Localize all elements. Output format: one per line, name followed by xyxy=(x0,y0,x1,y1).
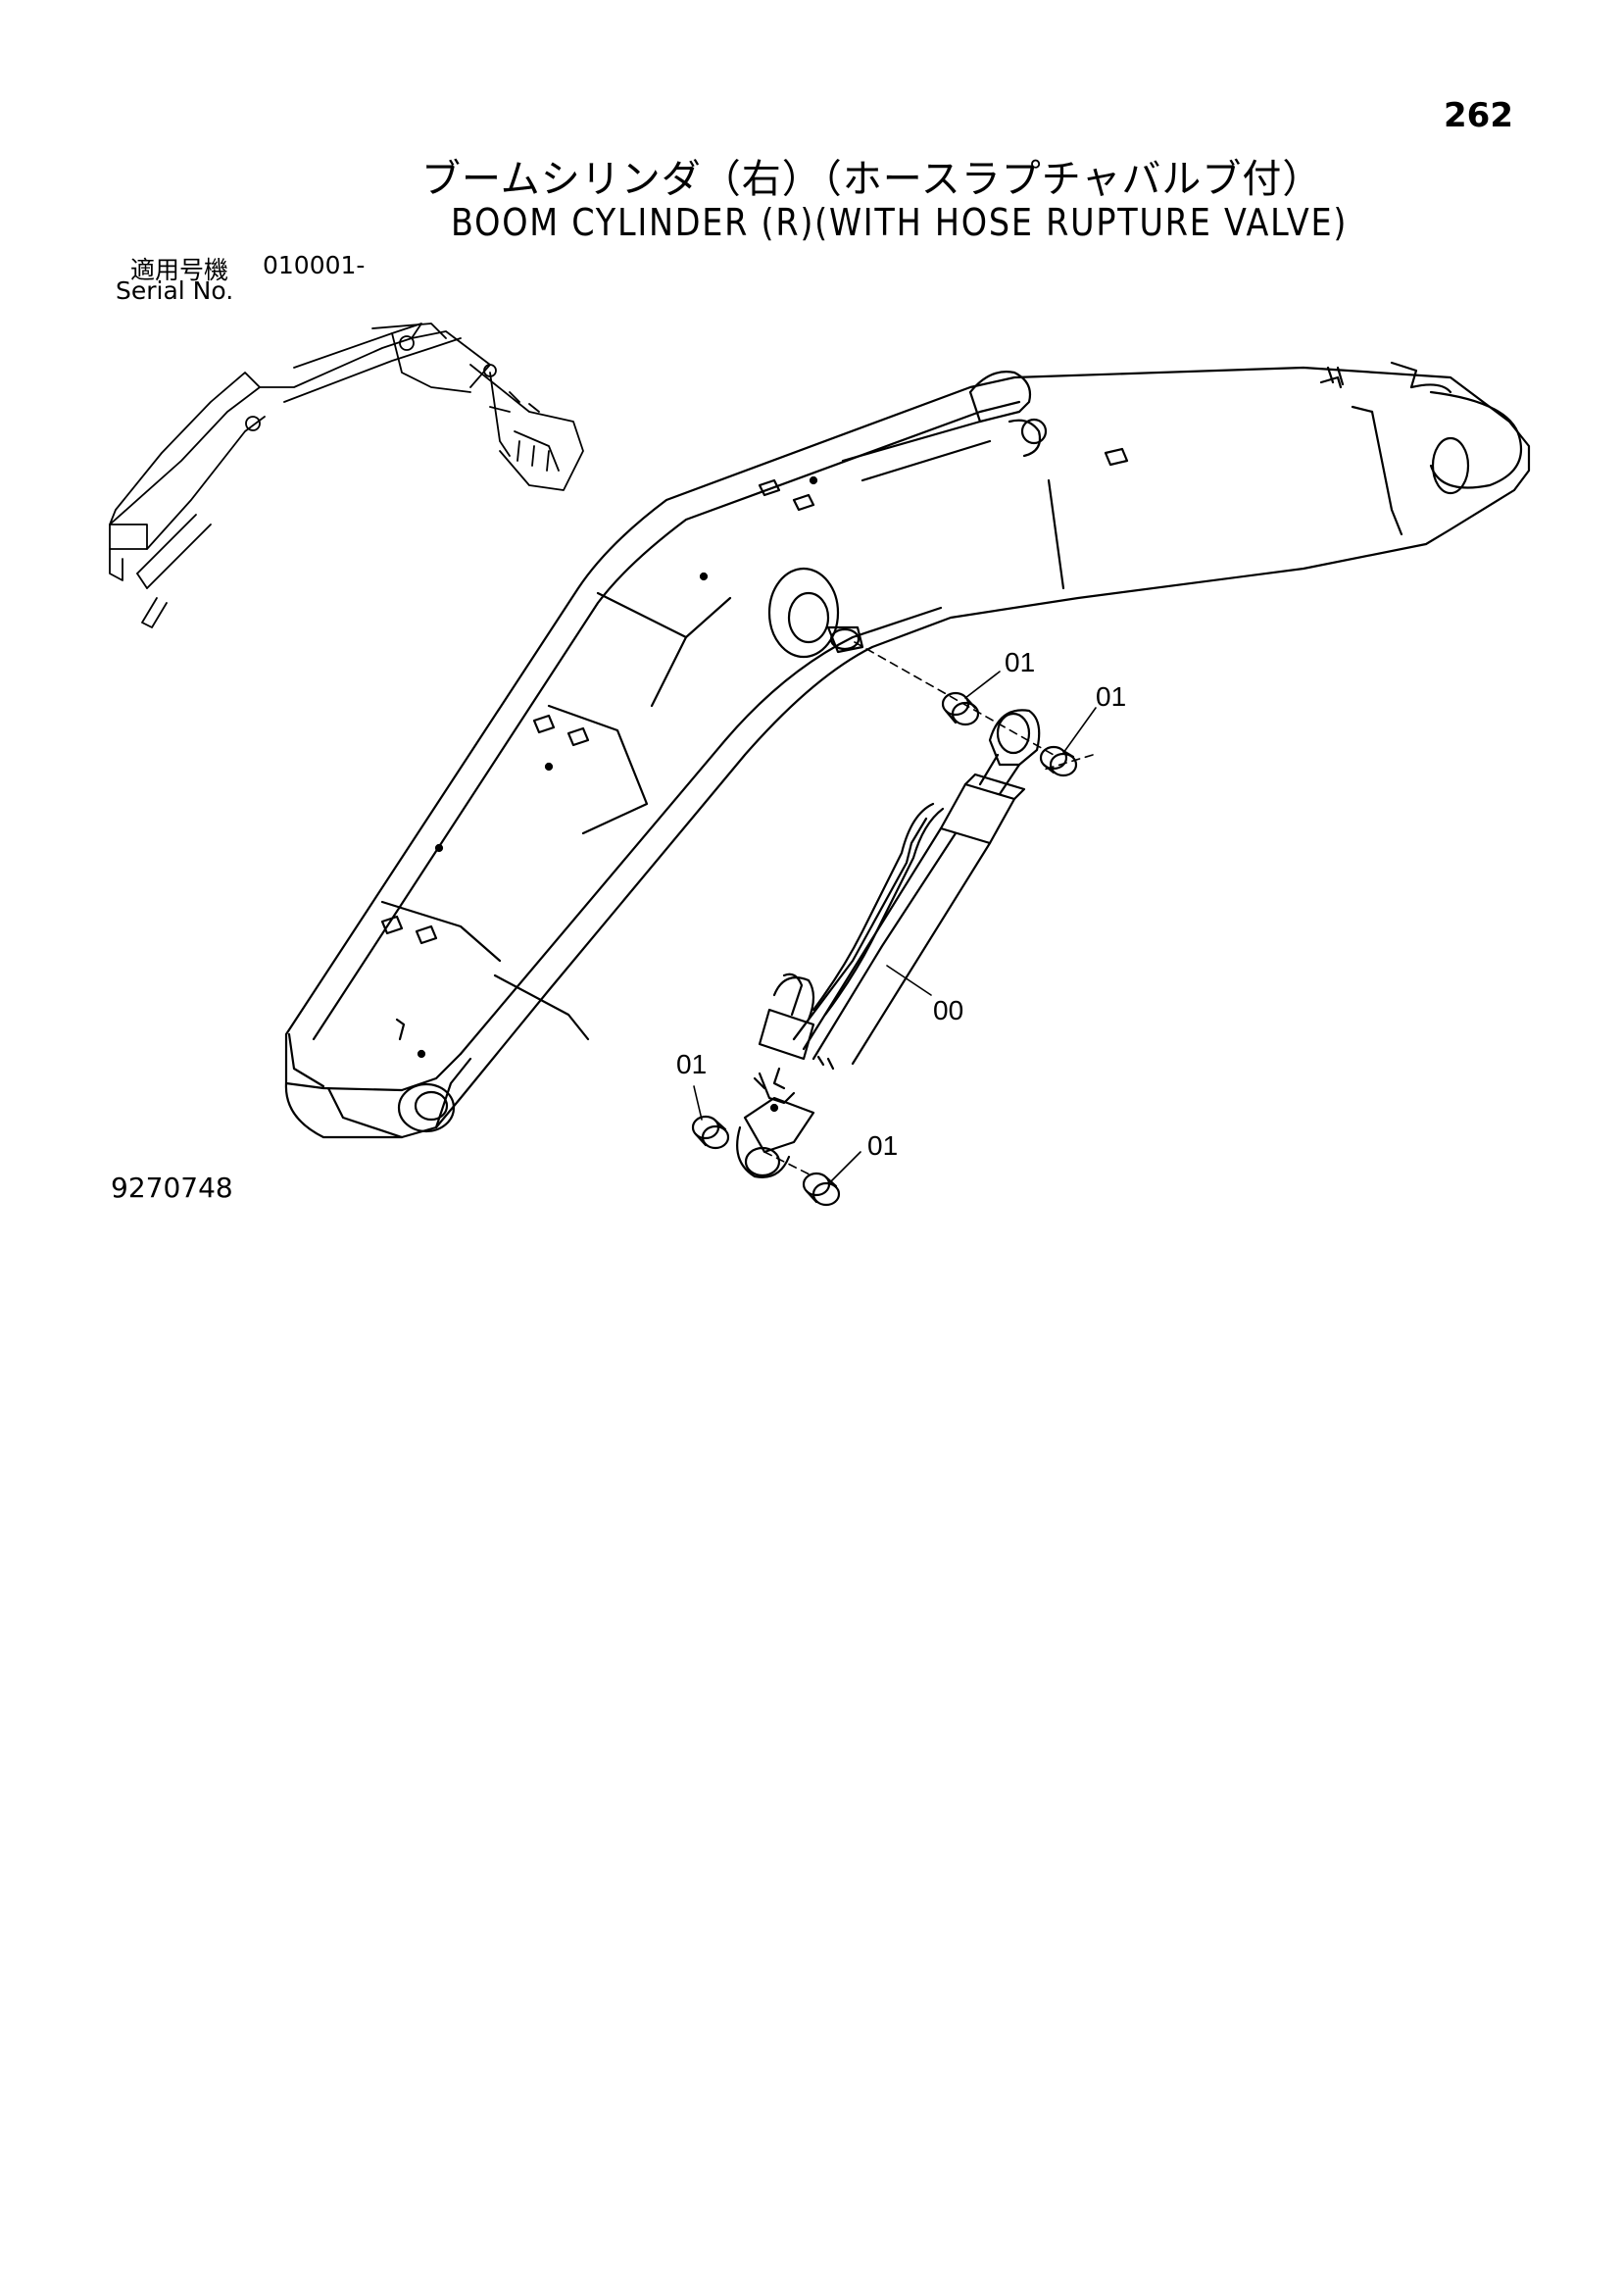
boom-drawing xyxy=(284,361,1531,1139)
leader-lines xyxy=(763,641,1094,1177)
bushings xyxy=(691,691,1078,1207)
excavator-overview-drawing xyxy=(109,323,584,628)
callout-01-lower-right: 01 xyxy=(867,1130,898,1161)
callout-01-upper-left: 01 xyxy=(1005,647,1035,677)
callout-01-lower-left: 01 xyxy=(676,1049,707,1079)
page-number: 262 xyxy=(1444,96,1513,135)
bushing-upper-left xyxy=(941,691,980,726)
serial-number-value: 010001- xyxy=(263,251,366,279)
callout-leaders xyxy=(693,671,1097,1182)
callout-00-cylinder: 00 xyxy=(933,995,963,1025)
serial-label-english: Serial No. xyxy=(116,276,234,305)
callout-01-upper-right: 01 xyxy=(1096,681,1126,712)
page-title-english: BOOM CYLINDER (R)(WITH HOSE RUPTURE VALV… xyxy=(451,201,1349,244)
boom-cylinder-drawing xyxy=(736,709,1041,1178)
serial-label-japanese: 適用号機 xyxy=(130,256,229,284)
figure-number: 9270748 xyxy=(111,1172,233,1204)
page-title-japanese: ブームシリンダ（右）（ホースラプチャバルブ付） xyxy=(421,157,1323,202)
bushing-lower-left xyxy=(691,1115,730,1150)
